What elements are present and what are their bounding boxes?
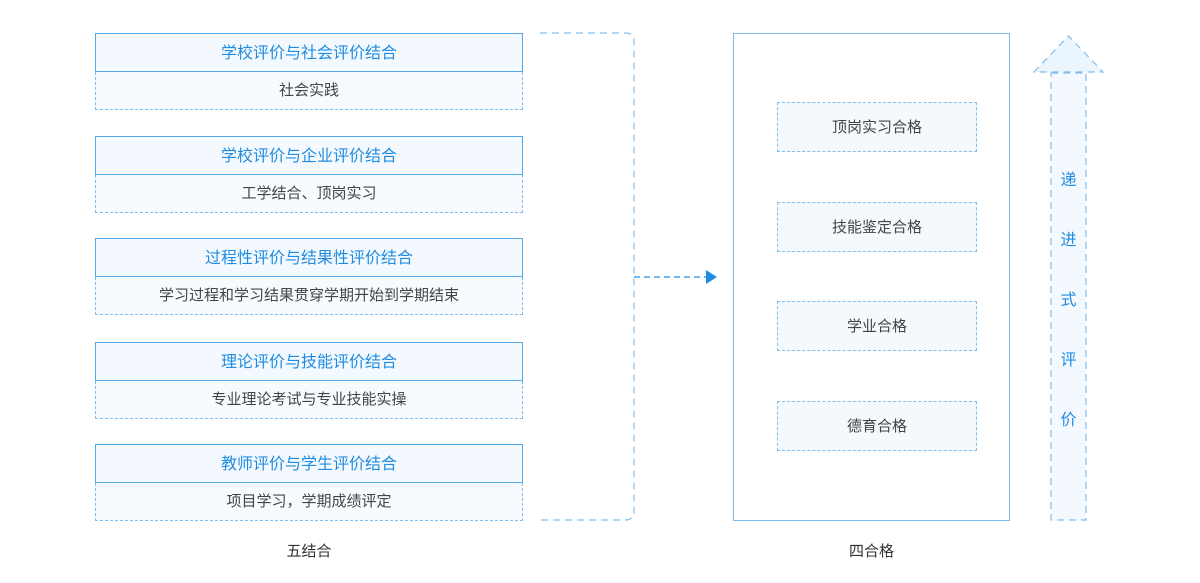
qualification-item-1: 顶岗实习合格 <box>777 102 977 152</box>
qualification-item-3: 学业合格 <box>777 301 977 351</box>
combination-group-5: 教师评价与学生评价结合 项目学习，学期成绩评定 <box>95 444 523 522</box>
bracket-line <box>540 32 635 521</box>
combination-title: 教师评价与学生评价结合 <box>95 444 523 483</box>
bracket-connector <box>540 32 717 521</box>
arrow-head <box>1032 35 1105 73</box>
combination-group-4: 理论评价与技能评价结合 专业理论考试与专业技能实操 <box>95 342 523 420</box>
combination-title: 学校评价与社会评价结合 <box>95 33 523 72</box>
left-caption: 五结合 <box>286 542 332 560</box>
qualification-item-2: 技能鉴定合格 <box>777 202 977 252</box>
progressive-char: 评 <box>1060 350 1077 369</box>
combination-title: 学校评价与企业评价结合 <box>95 136 523 175</box>
progressive-char: 递 <box>1060 170 1077 189</box>
combination-detail: 工学结合、顶岗实习 <box>95 175 523 213</box>
combination-group-1: 学校评价与社会评价结合 社会实践 <box>95 33 523 111</box>
combination-title: 理论评价与技能评价结合 <box>95 342 523 381</box>
arrow-shaft <box>1050 72 1087 521</box>
progressive-arrow-icon <box>1032 35 1105 521</box>
combination-detail: 学习过程和学习结果贯穿学期开始到学期结束 <box>95 277 523 315</box>
right-caption: 四合格 <box>848 542 894 560</box>
progressive-char: 进 <box>1060 230 1077 249</box>
combination-detail: 专业理论考试与专业技能实操 <box>95 381 523 419</box>
combination-detail: 社会实践 <box>95 72 523 110</box>
qualification-item-4: 德育合格 <box>777 401 977 451</box>
connector-arrowhead <box>706 270 717 284</box>
combination-group-2: 学校评价与企业评价结合 工学结合、顶岗实习 <box>95 136 523 214</box>
combination-title: 过程性评价与结果性评价结合 <box>95 238 523 277</box>
combination-detail: 项目学习，学期成绩评定 <box>95 483 523 521</box>
combination-group-3: 过程性评价与结果性评价结合 学习过程和学习结果贯穿学期开始到学期结束 <box>95 238 523 316</box>
progressive-label: 递 进 式 评 价 <box>1051 150 1086 450</box>
progressive-char: 价 <box>1060 410 1077 429</box>
progressive-char: 式 <box>1060 290 1077 309</box>
